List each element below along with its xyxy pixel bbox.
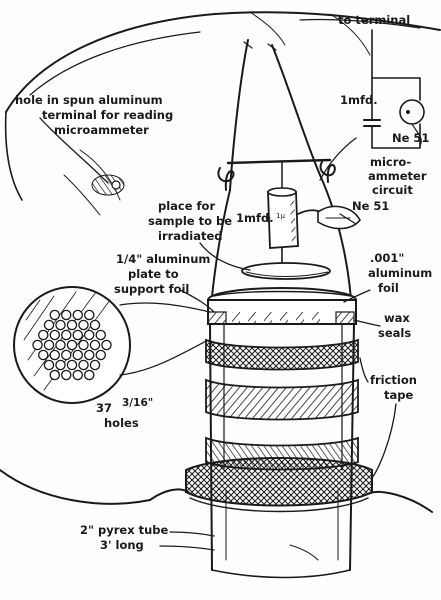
foil-leader-line <box>343 289 371 303</box>
foil-label-line3: foil <box>378 281 399 295</box>
plate-hole <box>43 359 55 371</box>
capacitor-cylinder: 1μ <box>267 187 299 249</box>
plate-hole <box>72 309 84 321</box>
plate-hole <box>49 309 61 321</box>
hole-label-line1: hole in spun aluminum <box>15 93 163 107</box>
plate-hole <box>95 329 107 341</box>
plate-hole <box>49 369 61 381</box>
plate-leader-line <box>179 289 215 313</box>
sample-leader-line <box>199 242 251 271</box>
plate-hole <box>61 369 72 381</box>
base-collar <box>0 457 433 513</box>
foil-label-line2: aluminum <box>368 266 432 280</box>
tube-leader-line-1 <box>169 531 215 537</box>
plate-hole <box>89 359 101 371</box>
plate-hole <box>66 339 78 351</box>
friction-tape-band-2 <box>205 378 359 421</box>
plate-hole <box>84 309 95 321</box>
plate-hole <box>72 349 84 361</box>
mfd-top-label: 1mfd. <box>340 93 378 107</box>
plate-hole <box>89 339 101 351</box>
hole-leader-line <box>39 117 109 184</box>
plate-label-line2: plate to <box>128 267 179 281</box>
plate-hole <box>84 369 95 381</box>
plate-hole <box>84 329 95 341</box>
plate-hole <box>61 349 72 361</box>
plate-hole <box>32 339 43 351</box>
sample-platform <box>241 247 331 280</box>
plate-hole <box>49 329 61 341</box>
circuit-leader-line <box>319 137 357 181</box>
plate-hole <box>55 339 66 351</box>
circuit-label-line1: micro- <box>370 155 411 169</box>
plate-hole <box>38 329 49 341</box>
hole-label-line3: microammeter <box>54 123 149 137</box>
plate-hole <box>38 349 49 361</box>
plate-hole <box>78 359 89 371</box>
sample-label-line2: sample to be <box>148 214 232 228</box>
plate-hole <box>61 329 72 341</box>
plate-hole <box>43 339 55 351</box>
plate-hole <box>66 319 78 331</box>
holes-count-label: 37 <box>96 401 112 415</box>
aluminum-dome <box>4 11 441 216</box>
plate-hole <box>78 339 89 351</box>
terminal-hole <box>91 174 125 196</box>
tube-label-line2: 3' long <box>100 538 144 552</box>
sample-label-line3: irradiated <box>158 229 223 243</box>
plate-hole <box>72 369 84 381</box>
sample-label-line1: place for <box>158 199 215 213</box>
holes-size-label: 3/16" <box>122 397 153 409</box>
wax-label-line1: wax <box>384 311 410 325</box>
plate-hole <box>101 339 112 351</box>
plate-hole <box>55 359 66 371</box>
inset-leader-bottom <box>119 339 209 376</box>
holes-pattern <box>32 309 112 381</box>
plate-hole <box>84 349 95 361</box>
ne51-mid-label: Ne 51 <box>352 199 389 213</box>
holes-label-line2: holes <box>104 416 139 430</box>
neon-bulb-mid <box>297 205 361 230</box>
tube-label-line1: 2" pyrex tube <box>80 523 169 537</box>
wax-label-line2: seals <box>378 326 411 340</box>
plate-hole <box>89 319 101 331</box>
wax-leader-line <box>353 319 381 327</box>
friction-label-line2: tape <box>384 388 413 402</box>
plate-hole <box>72 329 84 341</box>
microammeter-circuit: to terminal 1mfd. Ne 51 micro- ammeter c… <box>338 13 429 197</box>
tube-leader-line-2 <box>159 545 215 551</box>
foil-label-line1: .001" <box>370 251 404 265</box>
to-terminal-label: to terminal <box>338 13 410 27</box>
plate-label-line3: support foil <box>114 282 189 296</box>
plate-hole <box>66 359 78 371</box>
friction-label-line1: friction <box>370 373 417 387</box>
friction-leader-top <box>359 357 369 383</box>
capacitor-marking: 1μ <box>276 212 285 220</box>
hole-label-line2: terminal for reading <box>42 108 173 122</box>
friction-leader-bottom <box>371 403 397 479</box>
plate-hole <box>95 349 107 361</box>
plate-hole <box>55 319 66 331</box>
friction-tape-band-1 <box>205 338 359 371</box>
circuit-label-line3: circuit <box>372 183 413 197</box>
ne51-top-label: Ne 51 <box>392 131 429 145</box>
circuit-label-line2: ammeter <box>368 169 427 183</box>
inset-leader-top <box>119 302 211 313</box>
mfd-mid-label: 1mfd. <box>236 211 274 225</box>
aluminum-plate <box>207 287 357 325</box>
plate-label-line1: 1/4" aluminum <box>116 252 210 266</box>
plate-hole <box>49 349 61 361</box>
plate-hole <box>78 319 89 331</box>
plate-hole <box>61 309 72 321</box>
plate-hole <box>43 319 55 331</box>
